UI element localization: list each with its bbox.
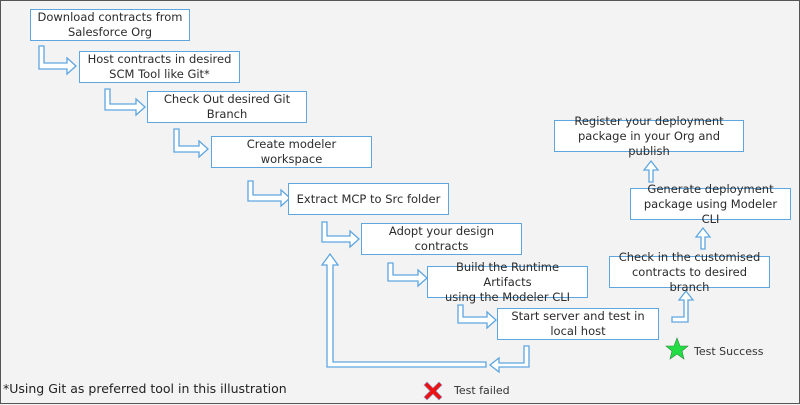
elbow-arrow-4-5 [247, 180, 291, 208]
elbow-arrow-6-7 [387, 262, 428, 288]
footnote: *Using Git as preferred tool in this ill… [3, 381, 287, 396]
cross-icon [423, 381, 443, 401]
step-checkout-branch: Check Out desired Git Branch [147, 91, 307, 123]
elbow-arrow-5-6 [321, 221, 360, 249]
step-build-artifacts: Build the Runtime Artifacts using the Mo… [427, 260, 588, 304]
elbow-arrow-7-8 [457, 304, 497, 330]
test-success-label: Test Success [694, 345, 764, 358]
star-icon [665, 337, 689, 360]
step-check-in-contracts: Check in the customised contracts to des… [609, 250, 770, 294]
test-failed-label: Test failed [454, 384, 510, 397]
step-register-package: Register your deployment package in your… [554, 114, 744, 158]
up-arrow-10-11 [642, 159, 660, 183]
loop-arrow-back-to-adopt [320, 252, 487, 368]
step-adopt-design: Adopt your design contracts [361, 223, 522, 255]
step-download-contracts: Download contracts from Salesforce Org [30, 9, 190, 41]
elbow-arrow-fail-return [488, 345, 530, 374]
step-generate-package: Generate deployment package using Modele… [630, 182, 791, 226]
step-host-contracts: Host contracts in desired SCM Tool like … [79, 51, 240, 83]
step-start-server: Start server and test in local host [497, 308, 659, 340]
elbow-arrow-2-3 [104, 88, 146, 117]
step-extract-mcp: Extract MCP to Src folder [288, 183, 449, 215]
up-arrow-9-10 [694, 226, 712, 250]
elbow-arrow-success-up [671, 289, 695, 323]
step-create-workspace: Create modeler workspace [211, 136, 372, 168]
elbow-arrow-3-4 [173, 128, 209, 159]
elbow-arrow-1-2 [38, 45, 77, 76]
